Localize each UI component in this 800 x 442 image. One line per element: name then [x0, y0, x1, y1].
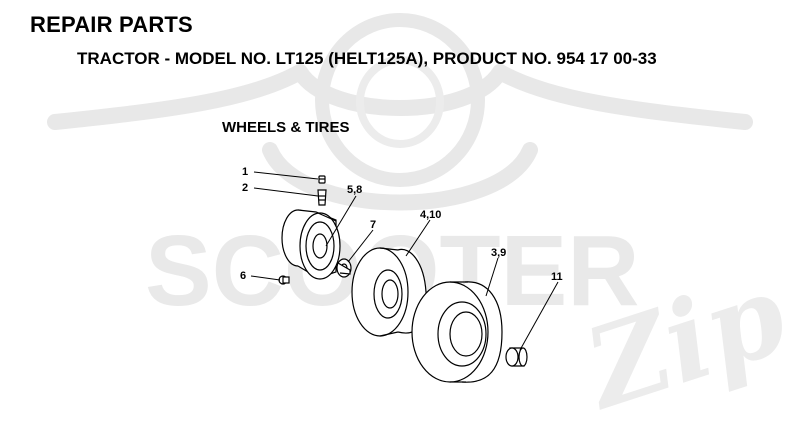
callout-7: 7: [370, 219, 376, 231]
tire-part: [351, 247, 427, 337]
leader-lines: [250, 171, 559, 351]
callout-1: 1: [242, 166, 248, 178]
callout-2: 2: [242, 182, 248, 194]
callout-6: 6: [240, 270, 246, 282]
page-title: REPAIR PARTS: [30, 12, 193, 37]
callout-4-10: 4,10: [420, 209, 441, 221]
section-title: WHEELS & TIRES: [222, 119, 350, 136]
callout-5-8: 5,8: [347, 184, 362, 196]
tire-part-large: [411, 281, 503, 383]
callout-3-9: 3,9: [491, 247, 506, 259]
bolt-part: [278, 275, 290, 285]
callout-11: 11: [551, 271, 563, 283]
valve-stem-part: [317, 189, 327, 206]
page-subtitle: TRACTOR - MODEL NO. LT125 (HELT125A), PR…: [77, 49, 657, 68]
wheel-rim-part: [281, 209, 341, 280]
bushing-part: [505, 347, 528, 367]
valve-cap-part: [318, 175, 326, 184]
washer-part: [336, 258, 352, 278]
